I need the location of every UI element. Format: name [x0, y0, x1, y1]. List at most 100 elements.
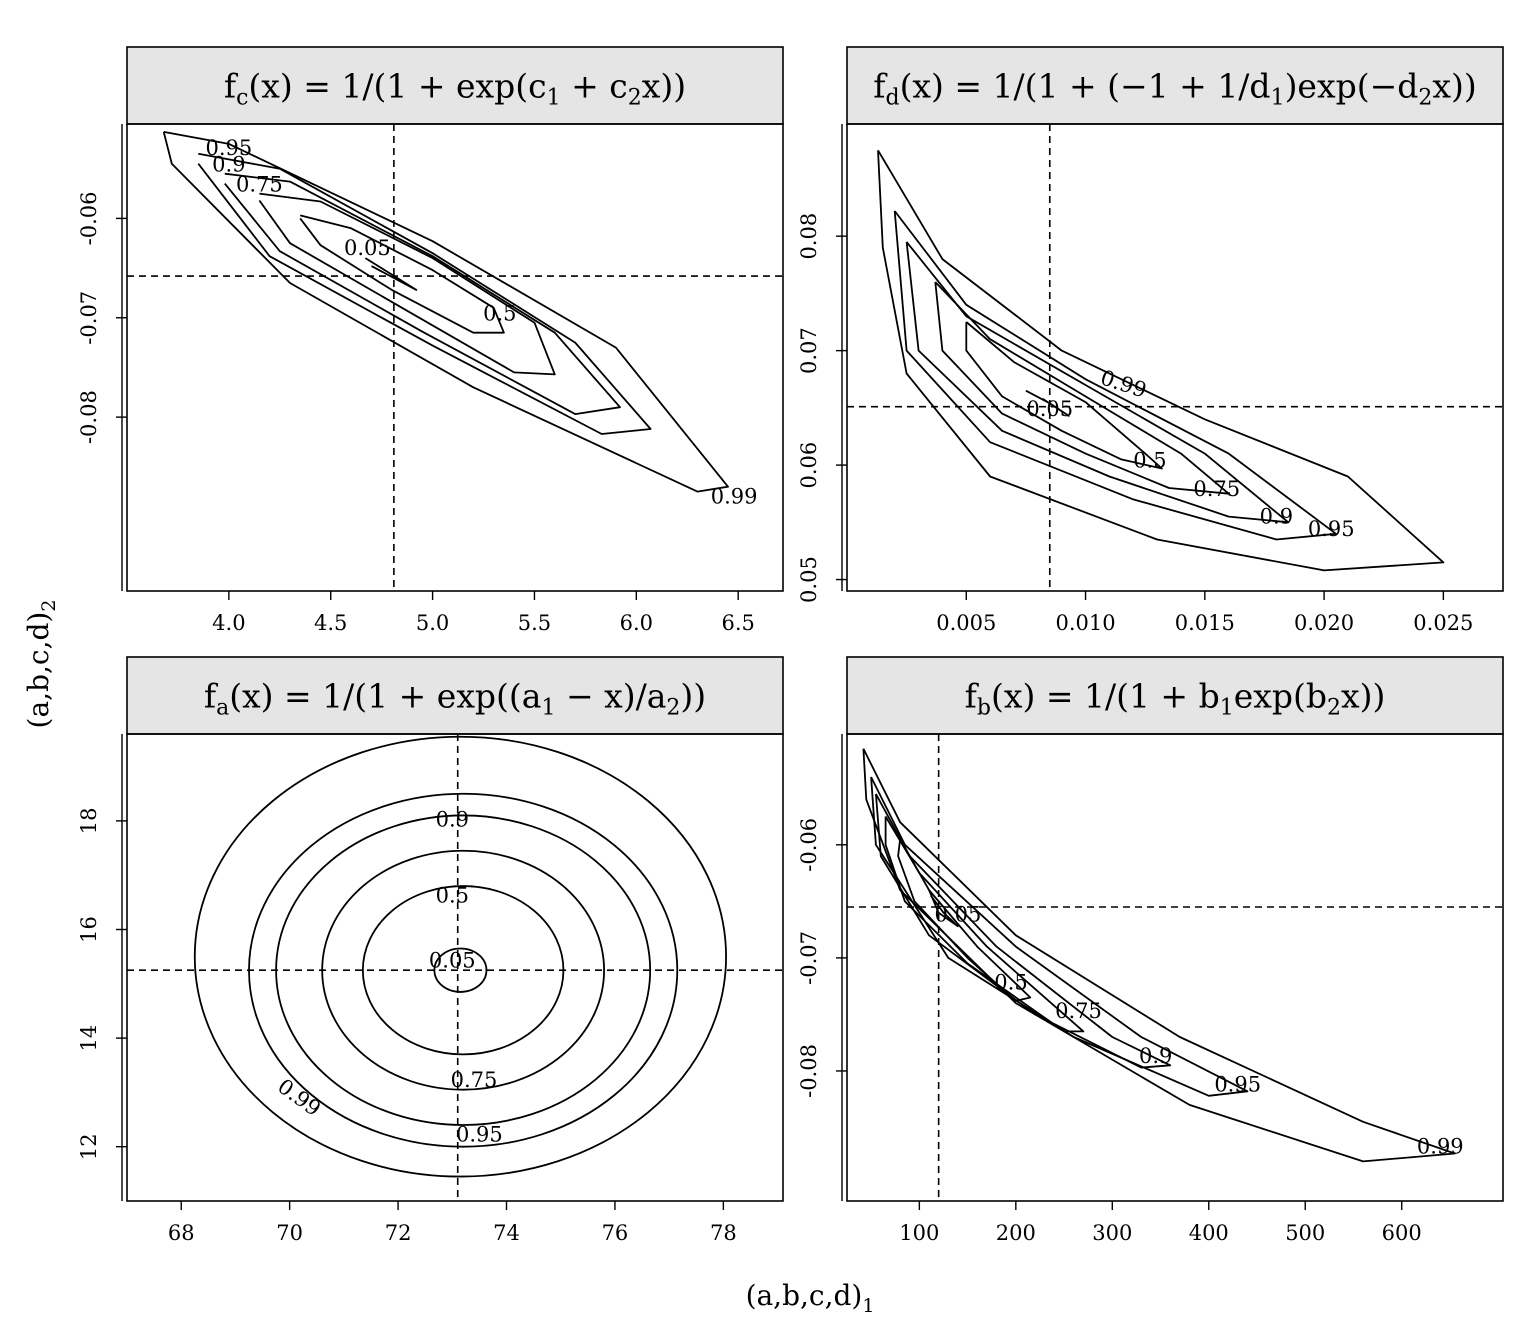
panel-title-run: 1 — [1271, 86, 1285, 111]
panel-title-run: 2 — [666, 696, 680, 721]
y-tick-label: 0.06 — [797, 442, 821, 489]
panel-title-run: x)) — [1432, 67, 1476, 106]
x-tick-label: 6.5 — [721, 611, 754, 635]
y-tick-label: -0.08 — [77, 390, 101, 444]
x-tick-label: 70 — [276, 1221, 303, 1245]
x-tick-label: 100 — [899, 1221, 939, 1245]
level-label: 0.05 — [1026, 397, 1073, 421]
y-tick-label: 0.07 — [797, 327, 821, 374]
level-label: 0.9 — [1260, 504, 1293, 528]
x-tick-label: 6.0 — [620, 611, 653, 635]
panel-title-run: (x) = 1/(1 + exp((a — [229, 677, 541, 716]
panel-1: fc(x) = 1/(1 + exp(c1 + c2x))0.950.90.75… — [77, 46, 784, 635]
x-tick-label: 0.025 — [1413, 611, 1473, 635]
panels: fc(x) = 1/(1 + exp(c1 + c2x))0.950.90.75… — [77, 46, 1504, 1245]
panel-title: fb(x) = 1/(1 + b1exp(b2x)) — [965, 677, 1386, 721]
panel-title-run: 1 — [547, 86, 561, 111]
plot-frame — [846, 733, 1504, 1202]
y-tick-label: -0.08 — [797, 1044, 821, 1098]
contour-0.9 — [905, 241, 1290, 524]
level-label: 0.9 — [436, 807, 469, 831]
x-tick-label: 78 — [710, 1221, 737, 1245]
panel-title-run: 2 — [1418, 86, 1432, 111]
panel-strip — [846, 46, 1504, 125]
level-label: 0.99 — [1417, 1135, 1464, 1159]
panel-2: fd(x) = 1/(1 + (−1 + 1/d1)exp(−d2x))0.99… — [797, 46, 1504, 635]
x-tick-label: 0.010 — [1055, 611, 1115, 635]
level-label: 0.95 — [1214, 1072, 1261, 1096]
y-tick-label: -0.06 — [77, 191, 101, 245]
y-tick-label: 12 — [77, 1133, 101, 1160]
panel-title-run: x)) — [1341, 677, 1385, 716]
panel-title-run: x)) — [642, 67, 686, 106]
panel-title-run: (x) = 1/(1 + (−1 + 1/d — [900, 67, 1271, 106]
panel-title-run: f — [965, 677, 980, 716]
level-label: 0.5 — [483, 302, 516, 326]
panel-title-run: + c — [561, 67, 628, 106]
panel-strip — [126, 46, 784, 125]
panel-title: fa(x) = 1/(1 + exp((a1 − x)/a2)) — [204, 677, 706, 721]
contour-0.99 — [862, 748, 1456, 1163]
level-label: 0.05 — [429, 949, 476, 973]
y-tick-label: -0.06 — [797, 818, 821, 872]
contour-0.95 — [870, 776, 1249, 1097]
x-tick-label: 500 — [1285, 1221, 1325, 1245]
panel-title-run: 2 — [628, 86, 642, 111]
y-axis-title-base: (a,b,c,d) — [22, 612, 55, 729]
x-tick-label: 68 — [168, 1221, 195, 1245]
contour-0.95 — [893, 210, 1337, 541]
contour-0.75 — [321, 849, 605, 1091]
plot-frame — [126, 733, 784, 1202]
level-label: 0.95 — [1308, 517, 1355, 541]
level-label: 0.75 — [1055, 999, 1102, 1023]
x-axis-title-base: (a,b,c,d) — [746, 1279, 863, 1312]
x-tick-label: 5.0 — [416, 611, 449, 635]
contour-0.05 — [928, 889, 959, 928]
x-tick-label: 0.005 — [936, 611, 996, 635]
contour-0.99 — [877, 149, 1445, 572]
panel-title-run: (x) = 1/(1 + b — [991, 677, 1220, 716]
panel-title-run: (x) = 1/(1 + exp(c — [248, 67, 546, 106]
panel-title-run: f — [224, 67, 239, 106]
level-label: 0.5 — [994, 971, 1027, 995]
x-tick-label: 72 — [385, 1221, 412, 1245]
level-label: 0.75 — [1193, 477, 1240, 501]
panel-title-run: f — [204, 677, 219, 716]
x-axis-title: (a,b,c,d)1 — [746, 1279, 875, 1317]
level-label: 0.05 — [935, 903, 982, 927]
contour-0.5 — [299, 214, 505, 334]
panel-3: fa(x) = 1/(1 + exp((a1 − x)/a2)) 0.9 0.5 0.… — [77, 656, 784, 1245]
panel-strip — [846, 656, 1504, 735]
contour-0.05 — [433, 947, 488, 993]
panel-title-run: )) — [680, 677, 706, 716]
x-tick-label: 300 — [1092, 1221, 1132, 1245]
x-tick-label: 400 — [1189, 1221, 1229, 1245]
level-label: 0.75 — [451, 1068, 498, 1092]
plot-frame — [846, 123, 1504, 592]
level-label: 0.99 — [273, 1074, 325, 1121]
panel-title: fd(x) = 1/(1 + (−1 + 1/d1)exp(−d2x)) — [873, 67, 1476, 111]
contour-0.05 — [1025, 389, 1070, 417]
panel-title-run: c — [236, 86, 248, 111]
x-tick-label: 74 — [493, 1221, 520, 1245]
contour-0.75 — [258, 192, 556, 376]
panel-4: fb(x) = 1/(1 + b1exp(b2x))0.050.50.750.9… — [797, 656, 1504, 1245]
panel-title-run: d — [885, 86, 899, 111]
panel-title-run: f — [873, 67, 888, 106]
panel-title-run: 1 — [1220, 696, 1234, 721]
x-tick-label: 4.5 — [314, 611, 347, 635]
y-tick-label: 16 — [77, 916, 101, 943]
level-label: 0.5 — [436, 883, 469, 907]
plot-frame — [126, 123, 784, 592]
x-tick-label: 0.020 — [1294, 611, 1354, 635]
x-tick-label: 600 — [1382, 1221, 1422, 1245]
contour-0.75 — [884, 816, 1085, 1033]
level-label: 0.95 — [205, 136, 252, 160]
x-axis-title-sub: 1 — [862, 1295, 874, 1317]
y-tick-label: 18 — [77, 808, 101, 835]
x-tick-label: 200 — [996, 1221, 1036, 1245]
panel-title-run: exp(b — [1234, 677, 1327, 716]
panel-title-run: b — [977, 696, 991, 721]
x-tick-label: 76 — [602, 1221, 629, 1245]
y-tick-label: 0.05 — [797, 556, 821, 603]
